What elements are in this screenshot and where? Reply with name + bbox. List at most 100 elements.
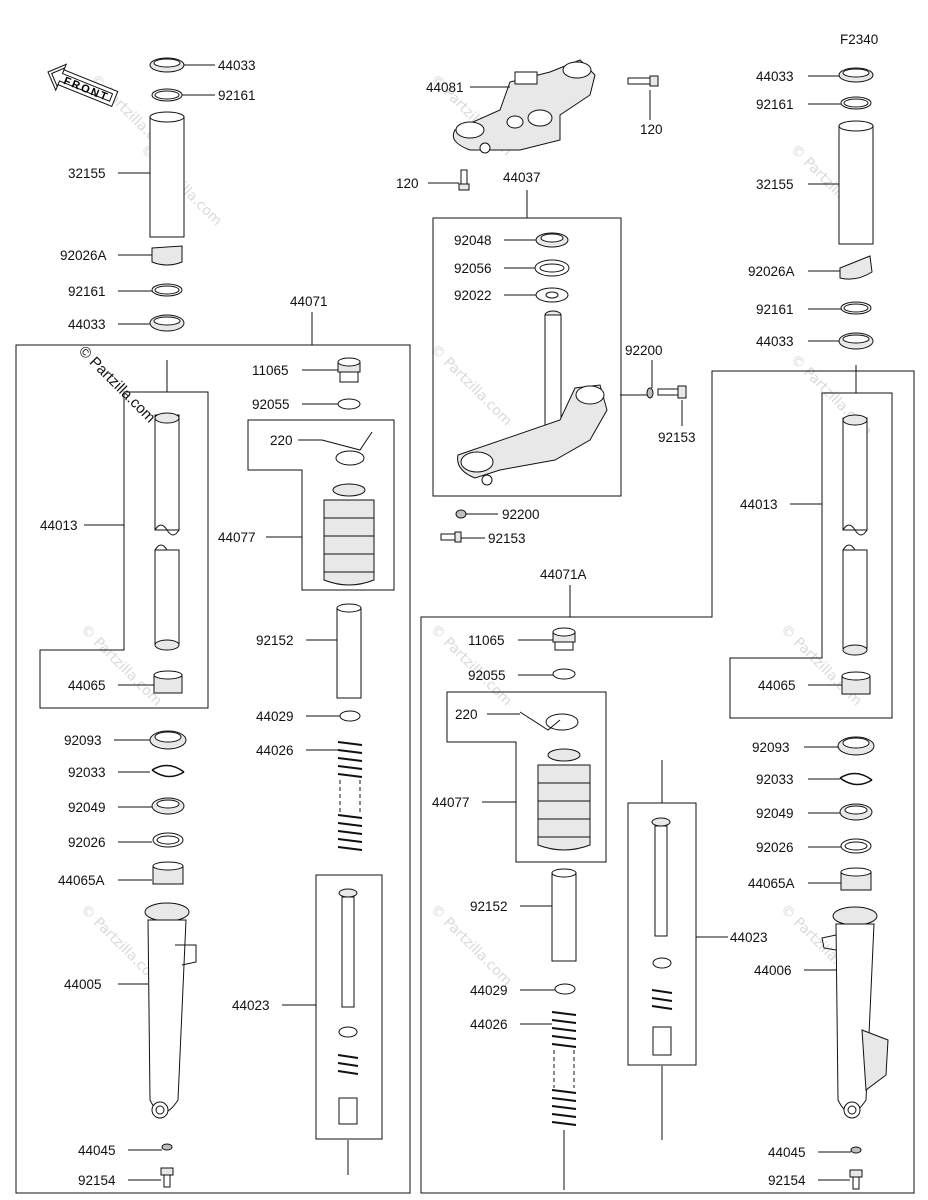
label-120: 120 (640, 122, 663, 137)
label-220: 220 (270, 433, 293, 448)
watermark: © Partzilla.com (427, 902, 515, 990)
label-11065: 11065 (252, 363, 289, 378)
label-32155: 32155 (68, 166, 106, 181)
tube-32155-right (838, 120, 874, 245)
label-44037: 44037 (503, 170, 541, 185)
label-44023: 44023 (730, 930, 768, 945)
label-44006: 44006 (754, 963, 792, 978)
label-92048: 92048 (454, 233, 492, 248)
label-44033: 44033 (756, 69, 794, 84)
assembly-box-44071 (15, 344, 411, 1194)
box-44037 (432, 217, 622, 497)
spacer-92152-left (336, 603, 362, 699)
bearing-92056 (534, 259, 570, 277)
label-44077: 44077 (432, 795, 470, 810)
copyright-text: © Partzilla.com (75, 343, 158, 426)
bolt-120-upper (627, 75, 659, 87)
inner-tube-44013-right (842, 414, 868, 656)
clip-92033-left (151, 764, 185, 778)
boot-44077-left (323, 483, 375, 586)
cap-bolt-11065-left (337, 357, 361, 383)
seal-92093-left (149, 730, 187, 750)
clamp-220-left (321, 431, 373, 466)
assembly-box-44071A (420, 370, 915, 1194)
bolt-92154-left (160, 1167, 174, 1188)
bushing-92026A-right (839, 255, 873, 280)
label-44071: 44071 (290, 294, 328, 309)
label-44013: 44013 (40, 518, 78, 533)
washer-44029-left (339, 710, 361, 722)
label-44065: 44065 (68, 678, 106, 693)
label-44005: 44005 (64, 977, 102, 992)
bushing-92026A-left (151, 245, 183, 266)
label-44013: 44013 (740, 497, 778, 512)
ring-92161-right-top (840, 96, 872, 110)
label-92161: 92161 (218, 88, 256, 103)
label-92161: 92161 (756, 97, 794, 112)
label-92093: 92093 (752, 740, 790, 755)
clamp-220-right (519, 711, 579, 731)
label-92153: 92153 (658, 430, 696, 445)
label-92026A: 92026A (60, 248, 107, 263)
damper-rod-44023-left (337, 888, 359, 1125)
ring-92161-right-2 (840, 301, 872, 315)
ring-44033-right-2 (838, 332, 874, 350)
label-92200: 92200 (625, 343, 663, 358)
damper-rod-44023-right (651, 817, 673, 1056)
label-44071A: 44071A (540, 567, 587, 582)
label-44077: 44077 (218, 530, 256, 545)
label-44033: 44033 (218, 58, 256, 73)
bolt-92154-right (849, 1169, 863, 1190)
steering-stem-44037 (457, 310, 608, 486)
washer-92026-left (152, 832, 184, 848)
label-44081: 44081 (426, 80, 464, 95)
label-44065A: 44065A (58, 873, 105, 888)
label-44029: 44029 (256, 709, 294, 724)
ring-92161-left-2 (151, 283, 183, 297)
seal-92093-right (837, 736, 875, 756)
outer-tube-44006 (821, 906, 889, 1119)
label-92154: 92154 (768, 1173, 806, 1188)
bolt-120-lower (458, 169, 470, 191)
bushing-44065-left (153, 670, 183, 694)
figure-code: F2340 (840, 32, 878, 47)
label-92033: 92033 (756, 772, 794, 787)
label-92152: 92152 (256, 633, 294, 648)
label-44033: 44033 (756, 334, 794, 349)
label-92152: 92152 (470, 899, 508, 914)
box-44077-left (247, 419, 395, 591)
washer-92026-right (840, 838, 872, 854)
label-44026: 44026 (256, 743, 294, 758)
washer-44045-right (850, 1146, 862, 1154)
watermark: © Partzilla.com (427, 342, 515, 430)
label-92026: 92026 (756, 840, 794, 855)
bushing-44065-right (841, 671, 871, 695)
clip-92033-right (839, 772, 873, 786)
label-92056: 92056 (454, 261, 492, 276)
label-44065: 44065 (758, 678, 796, 693)
washer-92200-lower (455, 509, 467, 519)
bracket-44013-left (39, 391, 209, 709)
spring-44026-right (551, 1011, 577, 1126)
label-92033: 92033 (68, 765, 106, 780)
label-92026: 92026 (68, 835, 106, 850)
o-ring-92055-left (337, 398, 361, 410)
inner-tube-44013-left (154, 412, 180, 651)
label-44026: 44026 (470, 1017, 508, 1032)
label-92055: 92055 (468, 668, 506, 683)
label-11065: 11065 (468, 633, 505, 648)
washer-44045-left (161, 1143, 173, 1151)
seal-92049-right (839, 803, 873, 821)
label-44065A: 44065A (748, 876, 795, 891)
bushing-44065A-left (152, 861, 184, 885)
label-92049: 92049 (756, 806, 794, 821)
bolt-92153-lower (440, 531, 462, 543)
tube-32155-left (149, 111, 185, 238)
spring-44026-left (337, 741, 363, 851)
label-220: 220 (455, 707, 478, 722)
bolt-92153-right (657, 385, 687, 399)
label-44029: 44029 (470, 983, 508, 998)
ring-44033-right-top (838, 67, 874, 83)
label-92022: 92022 (454, 288, 492, 303)
